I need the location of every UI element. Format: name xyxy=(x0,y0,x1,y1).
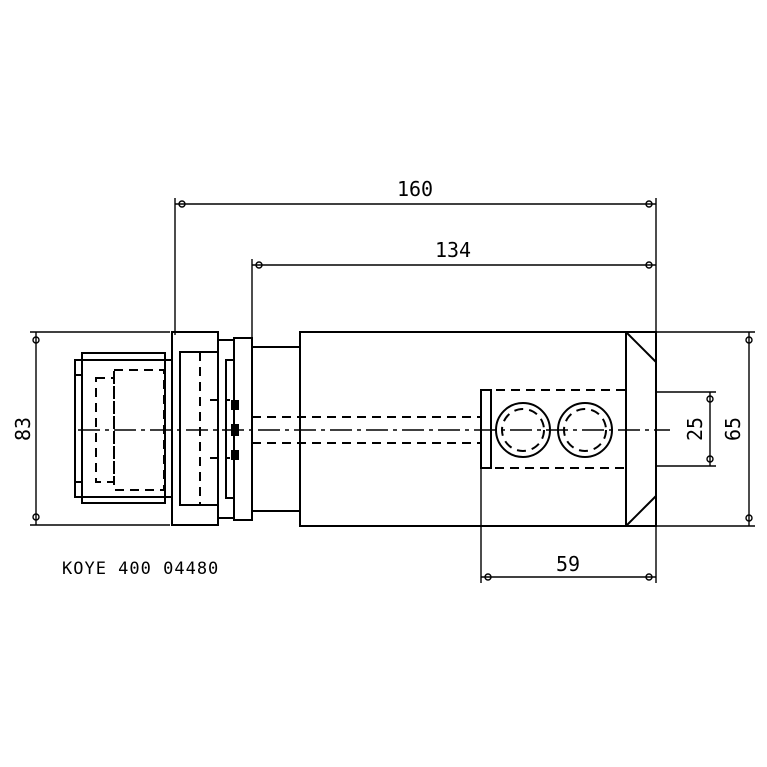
dimension-label-25: 25 xyxy=(683,417,707,441)
dimension-overall-length: 160 xyxy=(174,177,657,335)
main-body xyxy=(299,331,657,527)
dimension-port-spacing: 25 xyxy=(656,391,716,467)
dimension-flange-height: 83 xyxy=(11,331,170,526)
dimension-label-160: 160 xyxy=(397,177,433,201)
dimension-label-134: 134 xyxy=(435,238,471,262)
part-note: KOYE 400 04480 xyxy=(62,559,219,579)
dimension-body-length: 134 xyxy=(251,238,656,345)
end-cap xyxy=(74,352,173,504)
ports xyxy=(480,389,627,469)
dimension-label-83: 83 xyxy=(11,417,35,441)
dimension-label-65: 65 xyxy=(721,417,745,441)
shaft xyxy=(251,346,480,512)
dimension-label-59: 59 xyxy=(556,552,580,576)
dimension-body-height: 65 xyxy=(656,331,755,527)
seal-rings xyxy=(210,337,253,521)
flange xyxy=(171,331,219,526)
dimension-port-offset: 59 xyxy=(480,466,657,583)
